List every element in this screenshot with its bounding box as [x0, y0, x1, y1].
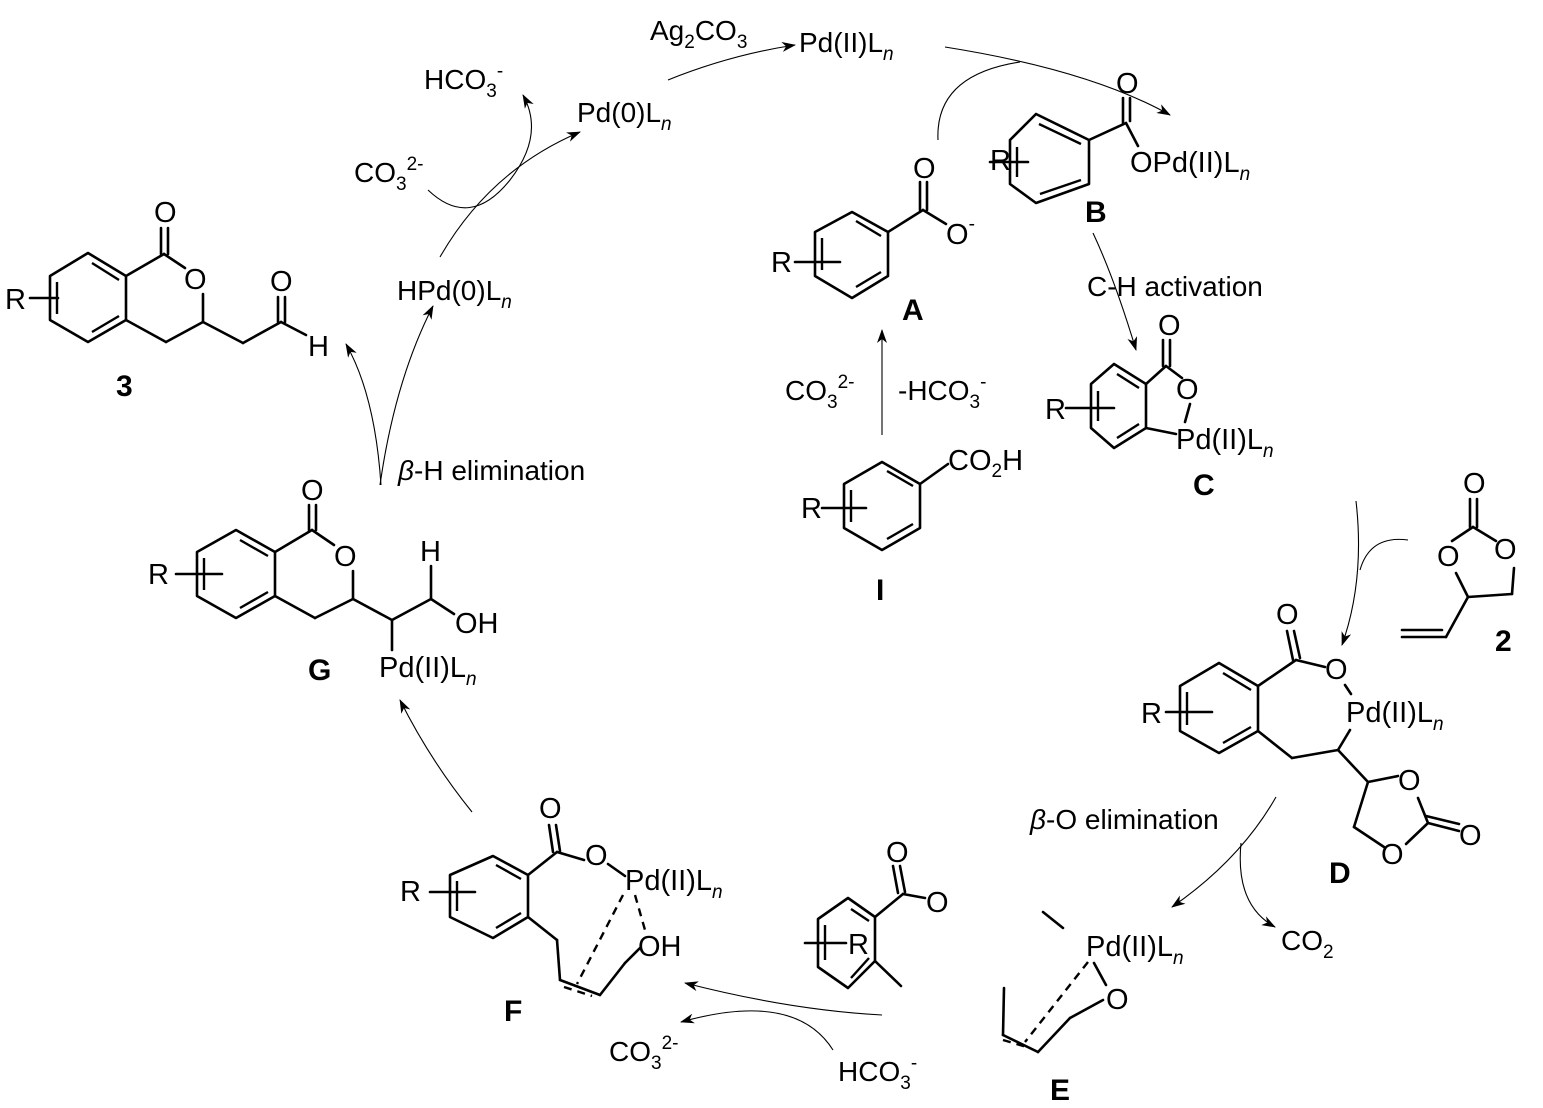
aldehyde-hydrogen: H [308, 331, 329, 363]
bicarbonate-byproduct-top: HCO3- [424, 61, 503, 102]
ring-oxygen: O [585, 840, 608, 872]
ring-oxygen: O [1325, 654, 1348, 686]
r-substituent: R [148, 559, 169, 591]
carbonyl-oxygen: O [1459, 820, 1482, 852]
compound-3-product: R O O O H 3 [5, 197, 329, 403]
ring-oxygen: O [1494, 534, 1517, 566]
compound-label-F: F [504, 995, 522, 1028]
carbonate-oxygen: O [1381, 839, 1404, 871]
step-label-beta-o-elimination: β-O elimination [1029, 804, 1219, 835]
carbonate-reagent-top: CO32- [354, 154, 423, 195]
compound-label-D: D [1329, 857, 1351, 890]
r-substituent: R [1141, 698, 1162, 730]
r-substituent: R [990, 145, 1011, 177]
palladium-center: Pd(II)Ln [625, 865, 723, 903]
carbonyl-oxygen: O [154, 197, 177, 229]
o-pd-group: OPd(II)Ln [1130, 147, 1250, 185]
step-label-ch-activation: C-H activation [1087, 271, 1263, 302]
compound-B: R O OPd(II)Ln B [988, 68, 1250, 229]
hydrogen-atom: H [420, 536, 441, 568]
hydroxyl-group: OH [455, 608, 499, 640]
carboxylate-oxygen: O- [946, 214, 975, 251]
r-substituent: R [1045, 394, 1066, 426]
palladium-center: Pd(II)Ln [1346, 697, 1444, 735]
compound-label-B: B [1085, 196, 1107, 229]
r-substituent: R [848, 929, 869, 961]
benzene-ring [842, 460, 922, 552]
arrow-pd0-to-pd2 [667, 42, 796, 81]
bicarbonate-byproduct: -HCO3- [898, 372, 986, 413]
step-label-beta-h-elimination: β-H elimination [397, 455, 585, 486]
pd0-catalyst: Pd(0)Ln [577, 97, 672, 135]
compound-E: R O O [803, 837, 949, 990]
r-substituent: R [771, 247, 792, 279]
carbonate-reagent: CO32- [785, 372, 854, 413]
compound-D: R O O Pd(II)Ln O O O D [1141, 599, 1482, 890]
arrow-D-to-E [1171, 796, 1277, 908]
compound-E-pd-arm: Pd(II)Ln O E [873, 910, 1184, 1107]
arrow-B-to-C [1092, 232, 1138, 351]
arrow-carbonate-to-bicarbonate [427, 94, 534, 209]
arrow-F-to-G [399, 699, 473, 813]
alkoxide-oxygen: O [1106, 984, 1129, 1016]
r-substituent: R [801, 493, 822, 525]
carboxylic-acid-group: CO2H [948, 445, 1023, 482]
aldehyde-oxygen: O [270, 266, 293, 298]
palladium-center: Pd(II)Ln [379, 652, 477, 690]
carbonyl-oxygen: O [1463, 468, 1486, 500]
hydroxyl-group: OH [638, 931, 682, 963]
arrow-G-to-product-3 [345, 343, 382, 486]
carbonyl-oxygen: O [301, 475, 324, 507]
carbonyl-oxygen: O [1276, 599, 1299, 631]
arrow-pd2-to-B [944, 46, 1171, 116]
compound-label-3: 3 [116, 370, 133, 403]
hpd0-intermediate: HPd(0)Ln [397, 275, 512, 313]
ring-oxygen: O [1437, 541, 1460, 573]
palladium-center: Pd(II)Ln [1176, 424, 1274, 462]
carbonate-oxygen: O [1398, 765, 1421, 797]
compound-label-2: 2 [1495, 625, 1512, 658]
carbonate-byproduct: CO32- [609, 1033, 678, 1074]
compound-label-I: I [876, 574, 884, 607]
arrow-C-to-D [1341, 500, 1360, 646]
compound-label-A: A [902, 294, 924, 327]
compound-A: R O O- A [771, 153, 975, 327]
carbonyl-oxygen: O [1158, 310, 1181, 342]
ring-oxygen: O [184, 264, 207, 296]
compound-label-E: E [1050, 1074, 1070, 1107]
compound-label-C: C [1193, 469, 1215, 502]
compound-I: R CO2H I [801, 445, 1023, 607]
compound-F: R O O Pd(II)Ln OH F [400, 793, 723, 1028]
silver-carbonate-oxidant: Ag2CO3 [650, 15, 747, 53]
carbonyl-oxygen: O [539, 793, 562, 825]
arrow-G-to-HPd [379, 305, 434, 486]
ring-oxygen: O [926, 887, 949, 919]
compound-G: R O O H OH Pd(II)Ln G [148, 475, 499, 690]
arrow-to-carbonate [680, 1010, 834, 1051]
co2-byproduct: CO2 [1281, 925, 1334, 963]
arrow-2-into-D [1359, 538, 1409, 571]
carbonyl-oxygen: O [886, 837, 909, 869]
arrow-E-to-F [684, 981, 883, 1016]
carbonyl-oxygen: O [913, 153, 936, 185]
arrow-HPd-to-Pd0 [439, 131, 581, 258]
compound-C: R O O Pd(II)Ln C [1045, 310, 1274, 502]
ring-oxygen: O [1176, 374, 1199, 406]
bicarbonate-reagent: HCO3- [838, 1053, 917, 1094]
pd-ii-catalyst: Pd(II)Ln [799, 27, 894, 65]
arrow-A-into-B [937, 61, 1021, 141]
r-substituent: R [5, 284, 26, 316]
palladium-center: Pd(II)Ln [1086, 931, 1184, 969]
ring-oxygen: O [334, 541, 357, 573]
r-substituent: R [400, 876, 421, 908]
compound-label-G: G [308, 654, 331, 687]
compound-2-vinyl-ethylene-carbonate: O O O 2 [1400, 468, 1517, 658]
arrow-to-co2 [1239, 842, 1276, 928]
carbonyl-oxygen: O [1116, 68, 1139, 100]
